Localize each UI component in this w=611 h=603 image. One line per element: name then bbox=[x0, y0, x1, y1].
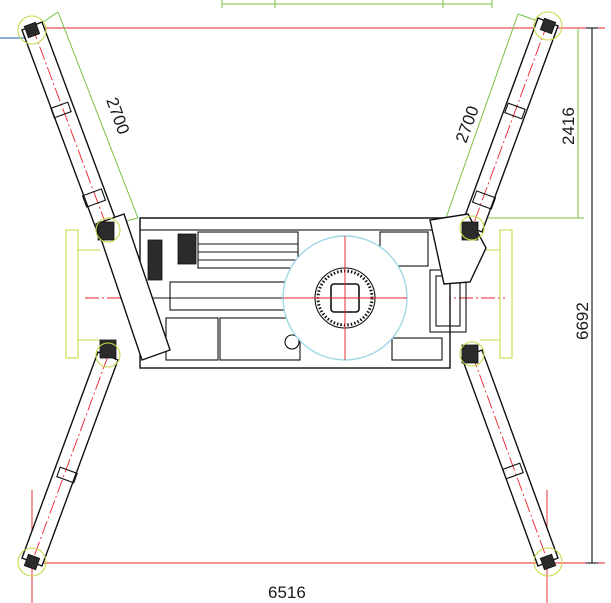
dim-label-front-offset: 2416 bbox=[559, 107, 578, 145]
outrigger-arm-upper-left bbox=[17, 15, 119, 235]
turntable bbox=[282, 235, 408, 361]
dim-label-right-arm: 2700 bbox=[452, 103, 483, 145]
outrigger-arm-lower-left bbox=[17, 351, 119, 577]
dim-label-overall-length: 6692 bbox=[573, 302, 592, 340]
outrigger-arm-lower-right bbox=[461, 349, 563, 577]
arm-hinge-housings bbox=[95, 213, 487, 368]
dim-label-left-arm: 2700 bbox=[102, 95, 133, 137]
outrigger-arm-upper-right bbox=[461, 11, 563, 233]
dim-label-overall-width: 6516 bbox=[268, 583, 306, 602]
side-stabilizer-pads bbox=[65, 229, 513, 359]
length-dimension bbox=[586, 27, 598, 564]
